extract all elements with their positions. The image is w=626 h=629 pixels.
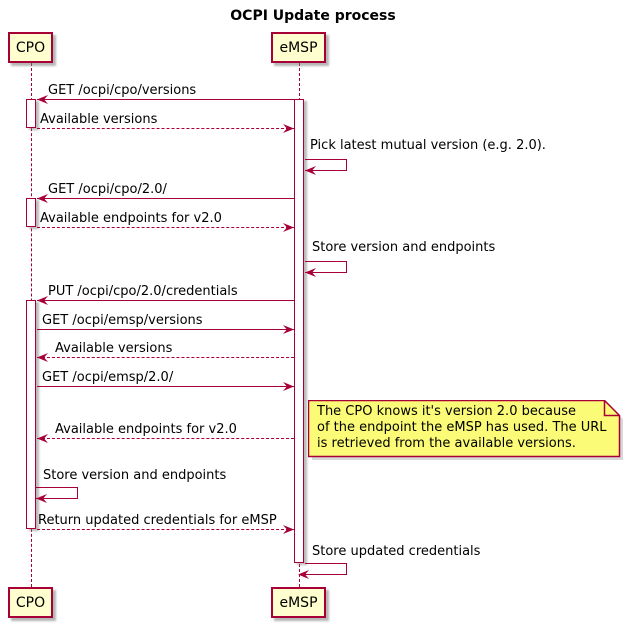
note-line: of the endpoint the eMSP has used. The U… <box>317 420 607 435</box>
activation-bar-emsp <box>294 99 304 563</box>
message-label: Store version and endpoints <box>312 240 496 255</box>
self-message-loop <box>305 159 347 171</box>
arrowhead-icon <box>37 95 48 104</box>
message-line <box>37 438 294 439</box>
message-line <box>37 329 294 330</box>
arrowhead-icon <box>298 570 309 579</box>
arrowhead-icon <box>283 325 294 334</box>
participant-emsp-bottom: eMSP <box>271 587 326 618</box>
participant-cpo-top: CPO <box>8 32 53 63</box>
message-line <box>37 99 294 100</box>
message-label: Return updated credentials for eMSP <box>38 513 277 528</box>
activation-bar-cpo-1 <box>26 99 36 128</box>
message-line <box>37 300 294 301</box>
participant-label: eMSP <box>279 594 318 611</box>
message-label: Available endpoints for v2.0 <box>55 422 237 437</box>
activation-bar-cpo-3 <box>26 300 36 529</box>
message-line <box>37 386 294 387</box>
arrowhead-icon <box>37 353 48 362</box>
participant-label: eMSP <box>279 39 318 56</box>
message-label: GET /ocpi/cpo/versions <box>48 83 197 98</box>
self-message-loop <box>305 261 347 273</box>
message-label: Store updated credentials <box>312 544 481 559</box>
arrowhead-icon <box>283 223 294 232</box>
arrowhead-icon <box>283 382 294 391</box>
message-label: Pick latest mutual version (e.g. 2.0). <box>310 138 546 153</box>
arrowhead-icon <box>36 494 47 503</box>
arrowhead-icon <box>37 296 48 305</box>
participant-label: CPO <box>15 39 46 56</box>
self-message-loop <box>305 563 347 575</box>
message-line <box>37 198 294 199</box>
participant-emsp-top: eMSP <box>271 32 326 63</box>
diagram-title: OCPI Update process <box>230 8 396 24</box>
note-shape <box>308 400 623 460</box>
note: The CPO knows it's version 2.0 because o… <box>308 400 626 462</box>
message-label: Store version and endpoints <box>43 468 227 483</box>
note-line: is retrieved from the available versions… <box>317 436 576 451</box>
message-line <box>37 227 294 228</box>
message-label: GET /ocpi/emsp/versions <box>42 313 203 328</box>
participant-cpo-bottom: CPO <box>8 587 53 618</box>
participant-label: CPO <box>15 594 46 611</box>
self-message-loop <box>36 487 78 499</box>
message-label: GET /ocpi/cpo/2.0/ <box>48 182 167 197</box>
arrowhead-icon <box>283 124 294 133</box>
arrowhead-icon <box>37 434 48 443</box>
message-line <box>37 128 294 129</box>
message-line <box>37 529 294 530</box>
activation-bar-cpo-2 <box>26 198 36 227</box>
arrowhead-icon <box>305 268 316 277</box>
message-label: GET /ocpi/emsp/2.0/ <box>42 370 174 385</box>
arrowhead-icon <box>37 194 48 203</box>
arrowhead-icon <box>305 166 316 175</box>
note-line: The CPO knows it's version 2.0 because <box>317 404 576 419</box>
message-label: PUT /ocpi/cpo/2.0/credentials <box>48 284 238 299</box>
arrowhead-icon <box>283 525 294 534</box>
message-label: Available endpoints for v2.0 <box>40 211 222 226</box>
message-line <box>37 357 294 358</box>
message-label: Available versions <box>55 341 173 356</box>
message-label: Available versions <box>40 112 158 127</box>
